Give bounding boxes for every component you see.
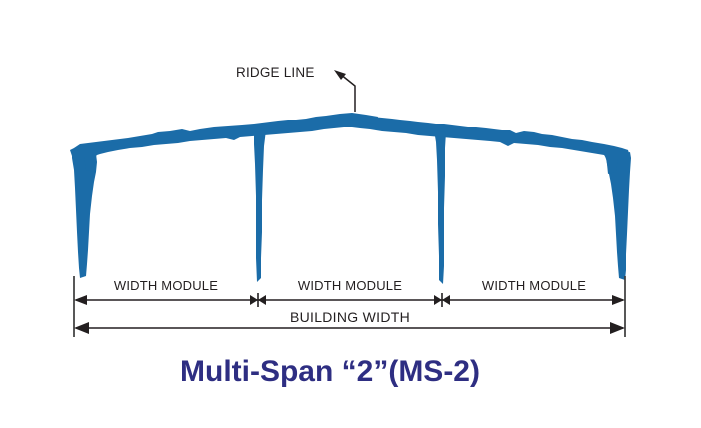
diagram-title: Multi-Span “2”(MS-2) (180, 355, 480, 388)
interior-column-1 (254, 130, 266, 282)
steel-frame-graphic (70, 113, 631, 284)
width-module-label-1: WIDTH MODULE (114, 278, 218, 293)
building-width-label: BUILDING WIDTH (290, 309, 410, 325)
left-column (72, 150, 97, 278)
width-module-labels: WIDTH MODULE WIDTH MODULE WIDTH MODULE (114, 278, 586, 293)
module-division-tick-1 (250, 293, 266, 307)
module-division-tick-2 (434, 293, 450, 307)
right-haunch (584, 144, 628, 174)
module-dim-arrow-left (74, 295, 87, 305)
overall-dimension-line (74, 322, 625, 334)
width-module-label-3: WIDTH MODULE (482, 278, 586, 293)
ridge-leader-line (339, 73, 356, 112)
overall-dim-arrow-left (74, 322, 89, 334)
rafter-silhouette (70, 115, 630, 160)
overall-dim-arrow-right (610, 322, 625, 334)
left-haunch (74, 142, 118, 172)
module-dim-arrow-right (612, 295, 625, 305)
interior-column-2 (434, 130, 446, 284)
ridge-leader-arrowhead (334, 70, 346, 80)
dimension-extension-lines (73, 276, 626, 337)
ridge-line-annotation: RIDGE LINE (236, 65, 356, 112)
ridge-apex (326, 113, 378, 124)
module-dimension-line (74, 293, 625, 307)
width-module-label-2: WIDTH MODULE (298, 278, 402, 293)
right-column (606, 152, 631, 280)
ridge-line-label: RIDGE LINE (236, 65, 315, 80)
